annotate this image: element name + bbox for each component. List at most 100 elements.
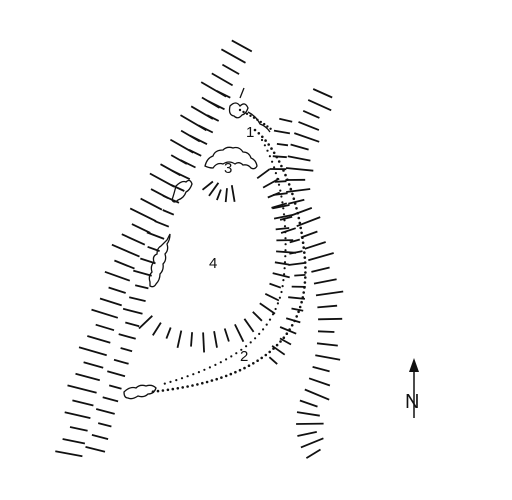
dot: [277, 183, 281, 186]
dot: [171, 387, 175, 391]
hachure-stroke: [252, 311, 263, 322]
dot: [275, 343, 279, 347]
hachure-stroke: [305, 448, 321, 459]
dot: [303, 286, 306, 289]
dot: [201, 381, 204, 385]
dot: [282, 336, 286, 340]
hachure-stroke: [259, 302, 276, 315]
hachure-stroke: [201, 180, 214, 191]
hachure-stroke: [208, 182, 220, 197]
hachure-stroke: [300, 437, 324, 449]
dot: [197, 371, 200, 374]
hachure-stroke: [311, 266, 330, 273]
hachure-stroke: [149, 172, 175, 188]
hachure-stroke: [113, 358, 129, 365]
hachure-stroke: [285, 167, 314, 172]
hachure-stroke: [211, 72, 234, 87]
hachure-stroke: [272, 272, 290, 279]
hachure-stroke: [312, 366, 330, 373]
dot: [284, 231, 287, 234]
dot: [275, 155, 279, 159]
dot: [208, 366, 211, 369]
dot: [243, 366, 246, 370]
dot: [291, 192, 294, 196]
dot: [283, 273, 286, 276]
hachure-stroke: [95, 408, 115, 415]
dot: [245, 345, 248, 348]
hachure-stroke: [296, 411, 320, 417]
dot: [283, 225, 287, 228]
hachure-stroke: [271, 202, 288, 209]
dot: [303, 281, 307, 284]
dot: [292, 197, 296, 200]
dot: [303, 261, 307, 264]
hachure-stroke: [220, 48, 246, 64]
hachure-stroke: [272, 204, 290, 210]
dot: [293, 319, 296, 323]
outer-bank-east: [285, 88, 344, 459]
hachure-stroke: [108, 384, 122, 390]
area-label-1: 1: [246, 124, 254, 141]
hachure-stroke: [129, 207, 157, 223]
dot: [269, 127, 272, 130]
dot: [258, 332, 261, 335]
dot: [284, 255, 287, 258]
dot: [245, 112, 249, 116]
dot: [303, 256, 307, 259]
dot: [249, 341, 252, 344]
hachure-stroke: [176, 330, 183, 348]
hachure-stroke: [315, 354, 341, 361]
hachure-stroke: [304, 388, 330, 401]
dot: [276, 177, 279, 180]
dot: [224, 374, 228, 378]
hachure-stroke: [224, 188, 228, 203]
dot: [283, 267, 286, 270]
hachure-stroke: [264, 292, 280, 302]
dot: [234, 370, 237, 374]
dot: [256, 359, 259, 363]
dot: [230, 355, 233, 358]
hachure-stroke: [213, 331, 218, 348]
wall-fragment-4: [148, 233, 171, 288]
hachure-stroke: [111, 243, 140, 258]
dot: [210, 379, 214, 382]
dot: [254, 337, 257, 340]
dot: [280, 195, 283, 198]
hachure-stroke: [102, 396, 119, 403]
dot: [301, 296, 305, 299]
hachure-stroke: [125, 321, 140, 328]
hachure-stroke: [134, 284, 149, 290]
dot: [284, 243, 287, 246]
dot: [205, 380, 209, 384]
hachure-stroke: [317, 330, 335, 333]
dot: [240, 348, 243, 351]
dot: [283, 219, 286, 222]
hachure-stroke: [234, 324, 245, 343]
track-inner: [163, 138, 287, 385]
hachure-stroke: [273, 129, 291, 135]
dot: [249, 114, 252, 118]
hachure-stroke: [291, 207, 313, 216]
dot: [284, 173, 287, 177]
hachure-stroke: [216, 90, 231, 99]
hachure-stroke: [121, 233, 146, 246]
hachure-stroke: [206, 114, 220, 122]
hachure-stroke: [78, 346, 107, 357]
hachure-stroke: [75, 372, 101, 382]
hachure-stroke: [140, 197, 163, 211]
dot: [238, 368, 242, 372]
dot: [156, 389, 160, 393]
dot: [252, 362, 255, 365]
hachure-stroke: [315, 290, 344, 297]
dot: [186, 375, 189, 378]
hachure-stroke: [64, 411, 91, 419]
dot: [280, 164, 283, 168]
hachure-stroke: [271, 345, 286, 356]
hachure-stroke: [118, 333, 136, 340]
hachure-stroke: [152, 322, 162, 336]
dot: [297, 216, 301, 220]
dot: [266, 149, 269, 152]
dot: [272, 347, 275, 350]
hachure-stroke: [307, 99, 332, 112]
dot: [280, 290, 283, 294]
